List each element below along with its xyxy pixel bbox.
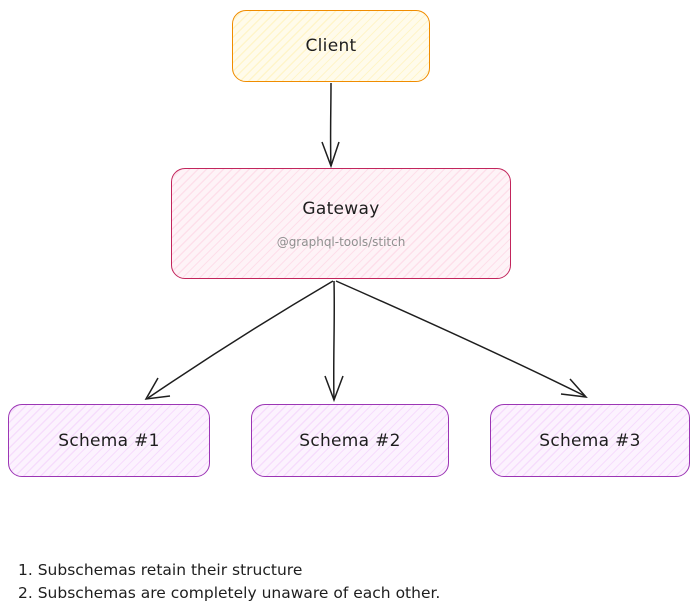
schema-2-label: Schema #2 xyxy=(299,430,401,451)
schema-node-1: Schema #1 xyxy=(8,404,210,477)
notes-list: 1. Subschemas retain their structure 2. … xyxy=(18,559,440,605)
schema-3-label: Schema #3 xyxy=(539,430,641,451)
arrow-gateway-to-schema2 xyxy=(332,280,336,401)
client-label: Client xyxy=(305,36,357,56)
arrowhead-client-to-gateway xyxy=(321,141,340,169)
arrowhead-gateway-to-schema3 xyxy=(560,378,588,398)
note-item: 2. Subschemas are completely unaware of … xyxy=(18,584,441,602)
note-item: 1. Subschemas retain their structure xyxy=(18,561,303,579)
schema-1-label: Schema #1 xyxy=(58,430,160,451)
arrow-gateway-to-schema1 xyxy=(147,280,334,399)
client-node: Client xyxy=(232,10,430,82)
arrowhead-gateway-to-schema2 xyxy=(324,375,344,403)
gateway-node: Gateway @graphql-tools/stitch xyxy=(171,168,511,279)
arrow-gateway-to-schema3 xyxy=(335,280,586,397)
schema-node-3: Schema #3 xyxy=(490,404,690,477)
arrowhead-gateway-to-schema1 xyxy=(144,377,171,400)
gateway-package-label: @graphql-tools/stitch xyxy=(276,234,406,249)
schema-node-2: Schema #2 xyxy=(251,404,449,477)
gateway-label: Gateway xyxy=(302,198,380,219)
arrows-layer xyxy=(144,82,588,403)
